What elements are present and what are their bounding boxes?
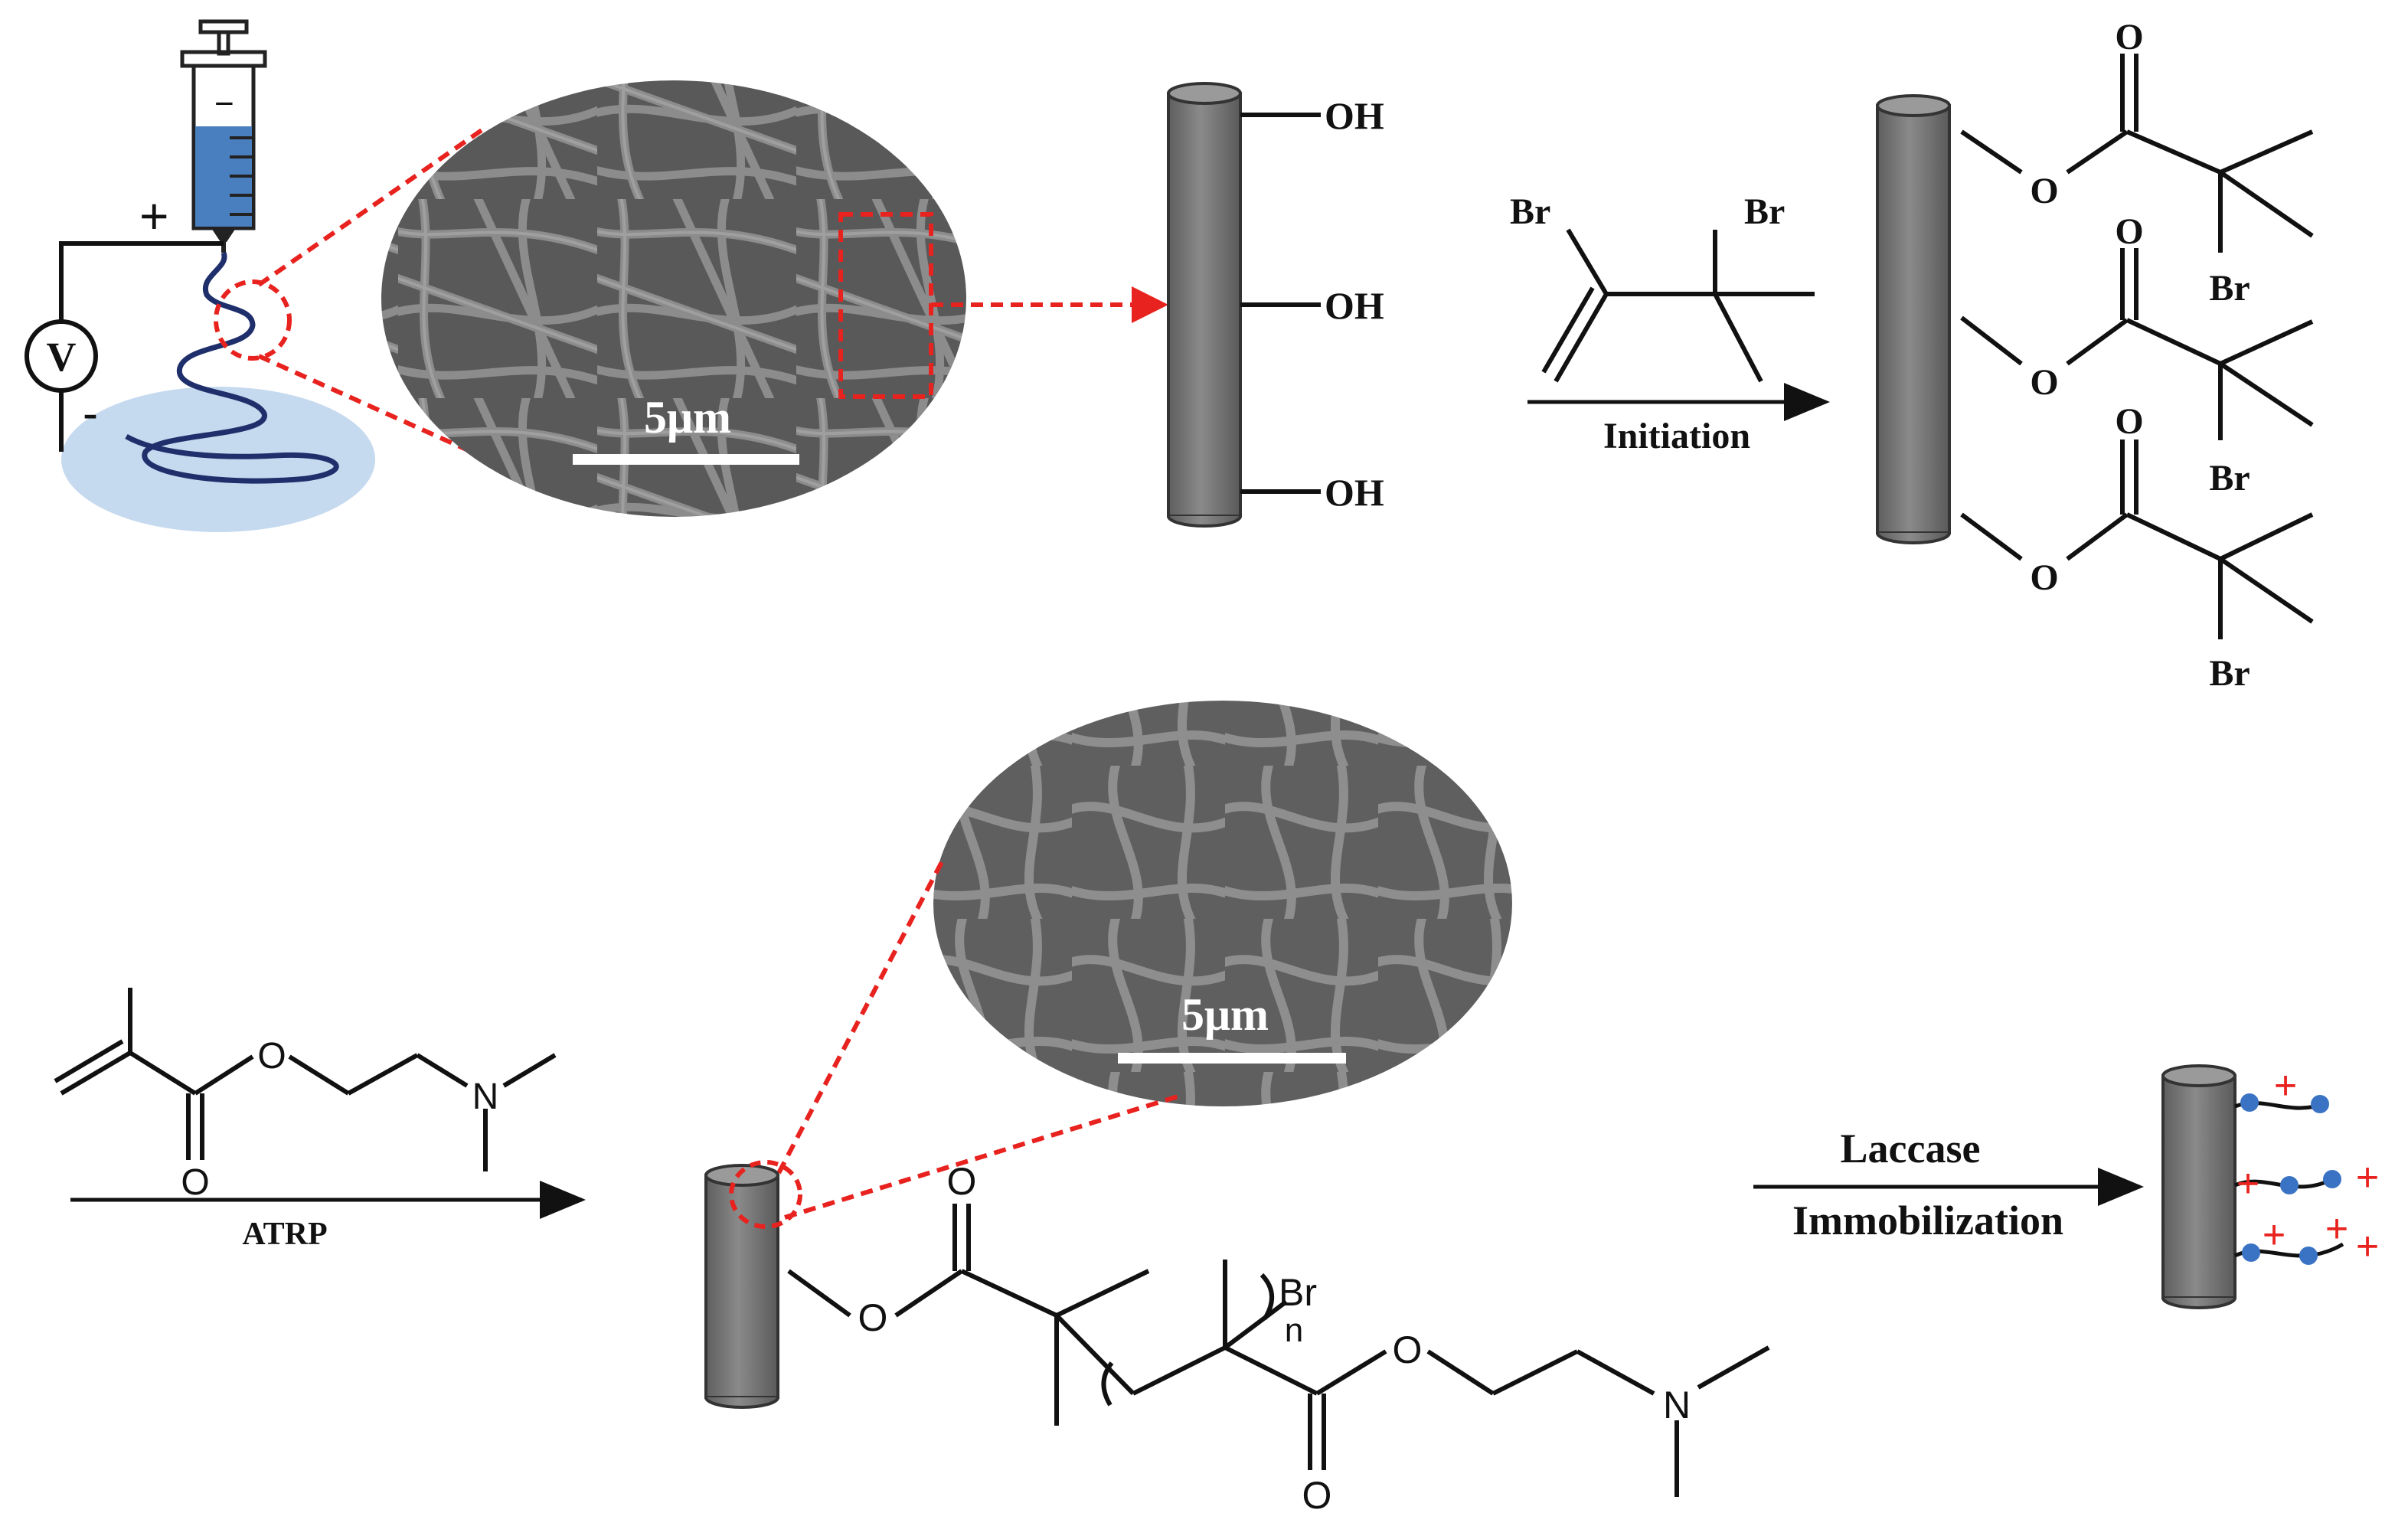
laccase-enzyme-icon (2299, 1247, 2318, 1265)
polymer-grafted-fiber (704, 1160, 802, 1409)
hydroxyl-label: OH (1325, 94, 1384, 137)
positive-charge: + (2356, 1155, 2379, 1200)
carbonyl-oxygen: O (2115, 401, 2143, 442)
repeat-subscript: n (1285, 1312, 1303, 1349)
laccase-enzyme-icon (2280, 1176, 2299, 1194)
positive-charge: + (2274, 1064, 2297, 1108)
hydroxyl-label: OH (1325, 471, 1384, 514)
initiation-label: Initiation (1603, 416, 1750, 456)
initiated-fiber (1876, 94, 1951, 544)
monomer-structure: O N O (54, 988, 557, 1203)
jet-zoom-circle (214, 279, 292, 361)
ester-oxygen: O (257, 1036, 286, 1077)
amine-nitrogen: N (472, 1077, 499, 1117)
carbonyl-oxygen: O (2115, 211, 2143, 252)
bromine-label: Br (1744, 191, 1785, 232)
bromine-label: Br (1510, 191, 1550, 232)
immobilization-label: Immobilization (1792, 1198, 2063, 1243)
ester-oxygen: O (858, 1296, 888, 1339)
scale-bar-label: 5μm (1181, 989, 1269, 1040)
laccase-enzyme-icon (2242, 1243, 2260, 1262)
atrp-label: ATRP (242, 1217, 327, 1252)
ester-oxygen: O (2030, 557, 2058, 598)
ester-oxygen: O (2030, 171, 2058, 211)
negative-terminal: - (83, 387, 98, 439)
laccase-enzyme-icon (2240, 1093, 2259, 1112)
bromine-label: Br (2209, 653, 2250, 694)
syringe-minus-sign: − (214, 85, 234, 123)
bromine-label: Br (2209, 268, 2250, 309)
laccase-enzyme-icon (2311, 1095, 2329, 1113)
electrospinning-setup: − V + - (25, 19, 375, 532)
hydroxyl-fiber: OH OH OH (1167, 82, 1384, 528)
ester-arm: O O Br (1960, 211, 2314, 498)
positive-charge: + (2263, 1213, 2285, 1257)
sem-image-top: 5μm (381, 80, 966, 517)
positive-charge: + (2356, 1224, 2379, 1269)
syringe-icon: − (180, 19, 267, 253)
zoom-line (767, 858, 946, 1192)
scale-bar-label: 5μm (644, 392, 731, 443)
positive-charge: + (2325, 1207, 2348, 1251)
amine-nitrogen: N (1663, 1384, 1691, 1426)
sem-image-bottom: 5μm (933, 701, 1512, 1106)
repeat-bracket-left (1101, 1361, 1114, 1407)
voltmeter-label: V (47, 334, 77, 380)
hydroxyl-label: OH (1325, 284, 1384, 327)
laccase-label: Laccase (1841, 1126, 1981, 1171)
ester-oxygen: O (2030, 362, 2058, 403)
collector-pool (61, 387, 375, 532)
ester-arm: O O Br (1960, 17, 2314, 309)
fiber-zoom-circle (729, 1160, 802, 1229)
positive-charge: + (2236, 1162, 2259, 1206)
carbonyl-oxygen: O (2115, 17, 2143, 57)
carbonyl-oxygen: O (181, 1162, 209, 1203)
polymer-chain: O O Br n O O N (787, 1160, 1770, 1517)
laccase-enzyme-icon (2323, 1170, 2341, 1188)
bromine-label: Br (1279, 1271, 1317, 1314)
polymer-jet (125, 251, 339, 484)
zoom-line (257, 126, 485, 287)
initiator-structure: Br Br (1510, 191, 1815, 383)
laccase-fiber: + + + + + + (2161, 1064, 2379, 1309)
positive-terminal: + (139, 188, 169, 244)
carbonyl-oxygen: O (1302, 1474, 1332, 1517)
circuit-wire (59, 241, 224, 322)
carbonyl-oxygen: O (947, 1160, 977, 1203)
ester-oxygen: O (1393, 1328, 1423, 1371)
ester-arm: O O Br (1960, 401, 2314, 694)
repeat-bracket-right (1260, 1273, 1275, 1320)
voltmeter-icon (25, 319, 98, 393)
zoom-line (784, 1093, 1184, 1220)
bromine-label: Br (2209, 458, 2250, 498)
